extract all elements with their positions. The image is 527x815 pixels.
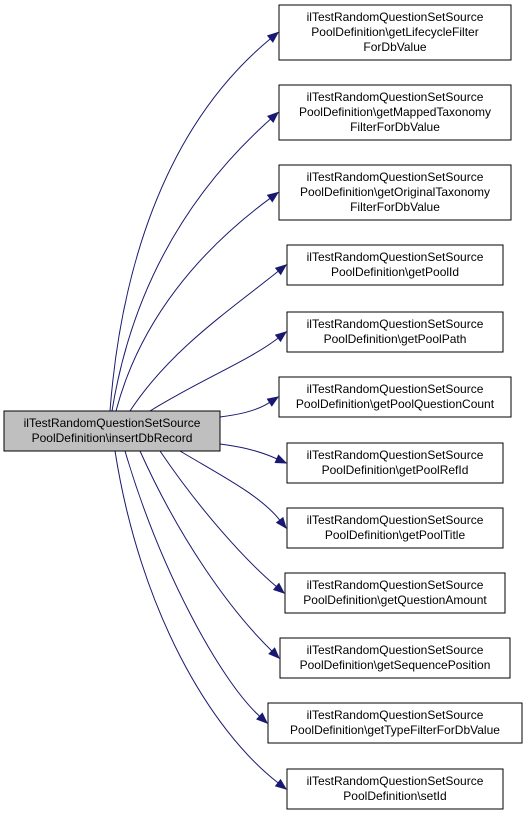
target-node-6-label-line: PoolDefinition\getPoolQuestionCount bbox=[296, 397, 495, 411]
target-node-6[interactable]: ilTestRandomQuestionSetSourcePoolDefinit… bbox=[278, 376, 512, 418]
target-node-2[interactable]: ilTestRandomQuestionSetSourcePoolDefinit… bbox=[278, 84, 512, 141]
source-node-insertDbRecord-label-line: PoolDefinition\insertDbRecord bbox=[32, 431, 193, 445]
target-node-10-label-line: ilTestRandomQuestionSetSource bbox=[307, 643, 484, 657]
arrowhead-icon bbox=[274, 331, 288, 343]
target-node-8-label-line: ilTestRandomQuestionSetSource bbox=[307, 513, 484, 527]
source-node-insertDbRecord[interactable]: ilTestRandomQuestionSetSourcePoolDefinit… bbox=[3, 410, 221, 452]
target-node-6-label-line: ilTestRandomQuestionSetSource bbox=[307, 382, 484, 396]
call-edge-5 bbox=[149, 337, 279, 412]
target-node-10-label-line: PoolDefinition\getSequencePosition bbox=[300, 658, 491, 672]
arrowhead-icon bbox=[274, 778, 288, 790]
target-node-11[interactable]: ilTestRandomQuestionSetSourcePoolDefinit… bbox=[267, 702, 523, 744]
target-node-7-label-line: ilTestRandomQuestionSetSource bbox=[307, 448, 484, 462]
call-edge-6 bbox=[219, 402, 270, 418]
target-node-4-label-line: PoolDefinition\getPoolId bbox=[331, 265, 459, 279]
target-node-12-box bbox=[286, 768, 504, 810]
target-node-9-label-line: ilTestRandomQuestionSetSource bbox=[307, 578, 484, 592]
target-node-7-label-line: PoolDefinition\getPoolRefId bbox=[322, 463, 469, 477]
target-node-2-label-line: FilterForDbValue bbox=[350, 120, 440, 134]
call-edge-1 bbox=[109, 38, 271, 412]
target-node-11-label-line: ilTestRandomQuestionSetSource bbox=[307, 708, 484, 722]
source-node-insertDbRecord-label-line: ilTestRandomQuestionSetSource bbox=[24, 416, 201, 430]
arrowhead-icon bbox=[275, 516, 287, 530]
target-node-2-label-line: PoolDefinition\getMappedTaxonomy bbox=[299, 105, 491, 119]
target-node-4-box bbox=[286, 244, 504, 286]
target-node-7[interactable]: ilTestRandomQuestionSetSourcePoolDefinit… bbox=[286, 442, 504, 484]
call-edge-2 bbox=[111, 118, 271, 412]
target-node-2-box bbox=[278, 84, 512, 141]
target-node-3-box bbox=[278, 164, 512, 221]
target-node-1[interactable]: ilTestRandomQuestionSetSourcePoolDefinit… bbox=[278, 4, 512, 61]
arrowhead-icon bbox=[256, 712, 268, 724]
call-edge-9 bbox=[159, 450, 277, 587]
arrowhead-icon bbox=[272, 582, 286, 594]
target-node-11-box bbox=[267, 702, 523, 744]
target-node-7-box bbox=[286, 442, 504, 484]
arrowhead-icon bbox=[274, 454, 288, 464]
target-node-10[interactable]: ilTestRandomQuestionSetSourcePoolDefinit… bbox=[279, 637, 511, 679]
call-edge-10 bbox=[139, 450, 273, 652]
target-node-1-label-line: ForDbValue bbox=[363, 40, 426, 54]
target-node-1-box bbox=[278, 4, 512, 61]
target-node-5-label-line: ilTestRandomQuestionSetSource bbox=[307, 317, 484, 331]
call-edge-12 bbox=[114, 450, 279, 784]
target-node-3[interactable]: ilTestRandomQuestionSetSourcePoolDefinit… bbox=[278, 164, 512, 221]
arrowhead-icon bbox=[274, 264, 288, 276]
target-node-9-box bbox=[284, 572, 506, 614]
target-node-5-label-line: PoolDefinition\getPoolPath bbox=[324, 332, 467, 346]
call-edge-3 bbox=[115, 198, 271, 412]
target-node-1-label-line: ilTestRandomQuestionSetSource bbox=[307, 10, 484, 24]
arrowhead-icon bbox=[266, 31, 280, 43]
call-edge-7 bbox=[219, 443, 278, 460]
target-node-3-label-line: ilTestRandomQuestionSetSource bbox=[307, 170, 484, 184]
arrowhead-icon bbox=[266, 396, 280, 407]
target-node-9[interactable]: ilTestRandomQuestionSetSourcePoolDefinit… bbox=[284, 572, 506, 614]
call-edge-11 bbox=[124, 450, 260, 717]
target-node-9-label-line: PoolDefinition\getQuestionAmount bbox=[303, 593, 487, 607]
arrowhead-icon bbox=[268, 647, 280, 659]
source-node-insertDbRecord-box bbox=[3, 410, 221, 452]
target-node-4[interactable]: ilTestRandomQuestionSetSourcePoolDefinit… bbox=[286, 244, 504, 286]
call-edge-8 bbox=[179, 450, 281, 521]
call-edge-4 bbox=[129, 270, 279, 412]
target-node-8-label-line: PoolDefinition\getPoolTitle bbox=[325, 528, 466, 542]
target-node-5[interactable]: ilTestRandomQuestionSetSourcePoolDefinit… bbox=[286, 311, 504, 353]
target-node-8-box bbox=[286, 507, 504, 549]
target-node-3-label-line: PoolDefinition\getOriginalTaxonomy bbox=[300, 185, 490, 199]
arrowhead-icon bbox=[266, 191, 280, 203]
target-node-2-label-line: ilTestRandomQuestionSetSource bbox=[307, 90, 484, 104]
target-node-10-box bbox=[279, 637, 511, 679]
target-node-4-label-line: ilTestRandomQuestionSetSource bbox=[307, 250, 484, 264]
target-node-3-label-line: FilterForDbValue bbox=[350, 200, 440, 214]
target-node-12-label-line: ilTestRandomQuestionSetSource bbox=[307, 774, 484, 788]
target-node-12-label-line: PoolDefinition\setId bbox=[343, 789, 446, 803]
target-node-1-label-line: PoolDefinition\getLifecycleFilter bbox=[311, 25, 478, 39]
target-node-8[interactable]: ilTestRandomQuestionSetSourcePoolDefinit… bbox=[286, 507, 504, 549]
target-node-11-label-line: PoolDefinition\getTypeFilterForDbValue bbox=[290, 723, 500, 737]
target-node-6-box bbox=[278, 376, 512, 418]
arrowhead-icon bbox=[267, 111, 280, 124]
target-node-5-box bbox=[286, 311, 504, 353]
target-node-12[interactable]: ilTestRandomQuestionSetSourcePoolDefinit… bbox=[286, 768, 504, 810]
